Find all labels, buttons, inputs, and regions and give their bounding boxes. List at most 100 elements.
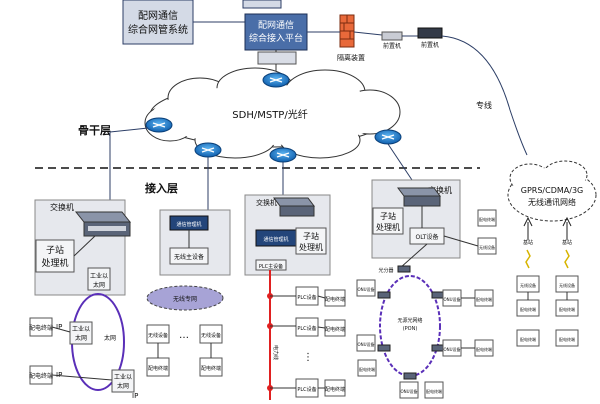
power-line-label: 电力线 bbox=[272, 345, 279, 360]
small-device-label: 前置机 bbox=[383, 42, 401, 50]
onu-box bbox=[356, 334, 376, 352]
proc-label-1b: 处理机 bbox=[41, 257, 68, 269]
terminal-label: 配电终端 bbox=[426, 388, 442, 394]
plc-label: PLC设备 bbox=[297, 294, 316, 301]
onu-label: ONU设备 bbox=[357, 341, 374, 347]
terminal-box bbox=[357, 359, 377, 377]
antenna-icon bbox=[523, 216, 533, 269]
proc-label-1a: 子站 bbox=[46, 244, 64, 256]
wireless-private-net bbox=[146, 285, 224, 311]
splitter-icon bbox=[431, 291, 445, 299]
terminal-label: 配电终端 bbox=[476, 346, 492, 352]
terminal-box bbox=[424, 381, 444, 399]
dedicated-line bbox=[441, 35, 528, 156]
switch-label: 交换机 bbox=[50, 202, 74, 212]
sdh-cloud-label: SDH/MSTP/光纤 bbox=[232, 108, 307, 121]
ellipsis: … bbox=[179, 330, 189, 341]
terminal-box bbox=[555, 329, 579, 347]
wireless-device-label: 无线主设备 bbox=[174, 253, 204, 261]
wireless-slave-label: 无线设备 bbox=[479, 244, 495, 250]
comm-mgr-label: 通信管理机 bbox=[263, 236, 288, 243]
onu-box bbox=[356, 279, 376, 297]
olt-label: OLT设备 bbox=[416, 233, 439, 241]
dedicated-line-label: 专线 bbox=[476, 100, 492, 110]
router-icon bbox=[194, 142, 222, 158]
switch-label: 交换机 bbox=[256, 198, 277, 207]
proc-box-4 bbox=[372, 207, 404, 235]
top-server-stub bbox=[242, 0, 282, 9]
router-icon bbox=[374, 129, 402, 145]
proc-label-3a: 子站 bbox=[303, 231, 319, 241]
switch-icon bbox=[74, 211, 132, 237]
nms-system-label-1: 配网通信 bbox=[138, 10, 178, 22]
plc-label: PLC设备 bbox=[297, 325, 316, 332]
splitter-icon bbox=[377, 344, 391, 352]
pon-label-a: 无源光网络 bbox=[397, 317, 422, 324]
pon-label-b: (PON) bbox=[403, 326, 418, 332]
ind-switch-box-2 bbox=[69, 321, 93, 345]
wireless-private-label: 无线专网 bbox=[173, 295, 197, 303]
splitter-icon bbox=[397, 265, 411, 273]
splitter-icon bbox=[377, 291, 391, 299]
antenna-label: 基站 bbox=[562, 239, 572, 246]
wireless-slave-label: 无线设备 bbox=[148, 332, 168, 339]
wireless-cloud bbox=[507, 160, 597, 222]
ip-label: IP bbox=[56, 323, 62, 331]
proc-label-3b: 处理机 bbox=[299, 242, 323, 252]
proc-box-1 bbox=[35, 239, 75, 273]
terminal-label: 配电终端 bbox=[359, 366, 375, 372]
terminal-label: 配电终端 bbox=[520, 336, 536, 342]
small-device-icon bbox=[381, 31, 403, 41]
sdh-cloud bbox=[144, 67, 401, 159]
ind-switch-label-a: 工业以 bbox=[90, 272, 108, 280]
ellipsis: ⋮ bbox=[303, 352, 313, 363]
access-platform-box bbox=[244, 13, 308, 51]
terminal-label: 配电终端 bbox=[29, 324, 53, 332]
firewall-icon bbox=[339, 14, 355, 48]
proc-label-4a: 子站 bbox=[380, 211, 396, 221]
ind-switch-box-3 bbox=[111, 369, 135, 393]
front-box-icon bbox=[417, 27, 443, 39]
onu-label: ONU设备 bbox=[357, 286, 374, 292]
terminal-label: 配电终端 bbox=[479, 216, 495, 222]
ind-switch-label-3b: 太网 bbox=[117, 382, 129, 390]
plc-master-label: PLC主设备 bbox=[259, 263, 283, 270]
wireless-cloud-label-2: 无线通讯网络 bbox=[528, 197, 576, 207]
terminal-label: 配电终端 bbox=[148, 365, 168, 372]
splitter-icon bbox=[403, 372, 417, 380]
wireless-slave-label: 无线设备 bbox=[201, 332, 221, 339]
terminal-label: 配电终端 bbox=[520, 306, 536, 312]
access-platform-label-2: 综合接入平台 bbox=[249, 32, 303, 44]
switch-icon bbox=[397, 187, 441, 207]
splitter-label: 光分器 bbox=[378, 267, 393, 274]
terminal-box bbox=[516, 329, 540, 347]
front-box-label: 前置机 bbox=[421, 41, 439, 49]
terminal-box bbox=[477, 209, 497, 227]
wireless-cloud-label-1: GPRS/CDMA/3G bbox=[521, 186, 583, 195]
antenna-label: 基站 bbox=[523, 239, 533, 246]
ethernet-ring-label: 太网 bbox=[104, 334, 116, 342]
onu-label: ONU设备 bbox=[400, 388, 417, 394]
switch-label: 交换机 bbox=[428, 185, 452, 195]
terminal-label: 配电终端 bbox=[29, 372, 53, 380]
isolation-device-label: 隔离装置 bbox=[337, 53, 365, 62]
ind-switch-label-b: 太网 bbox=[93, 281, 105, 289]
terminal-label: 配电终端 bbox=[325, 296, 345, 303]
onu-box bbox=[399, 381, 419, 399]
router-icon bbox=[145, 117, 173, 133]
terminal-label: 配电终端 bbox=[476, 296, 492, 302]
terminal-label: 配电终端 bbox=[559, 336, 575, 342]
proc-label-4b: 处理机 bbox=[376, 222, 400, 232]
backbone-layer-label: 骨干层 bbox=[78, 124, 111, 137]
plc-label: PLC设备 bbox=[297, 386, 316, 393]
nms-system-label-2: 综合网管系统 bbox=[128, 23, 188, 36]
ind-switch-label-2b: 太网 bbox=[75, 334, 87, 342]
wireless-master-label: 通信管理机 bbox=[176, 221, 201, 228]
router-icon bbox=[269, 147, 297, 163]
antenna-icon bbox=[562, 216, 572, 269]
switch-icon bbox=[273, 197, 315, 217]
router-icon bbox=[262, 72, 290, 88]
ind-switch-box bbox=[87, 267, 111, 291]
ind-switch-label-3a: 工业以 bbox=[114, 373, 132, 381]
